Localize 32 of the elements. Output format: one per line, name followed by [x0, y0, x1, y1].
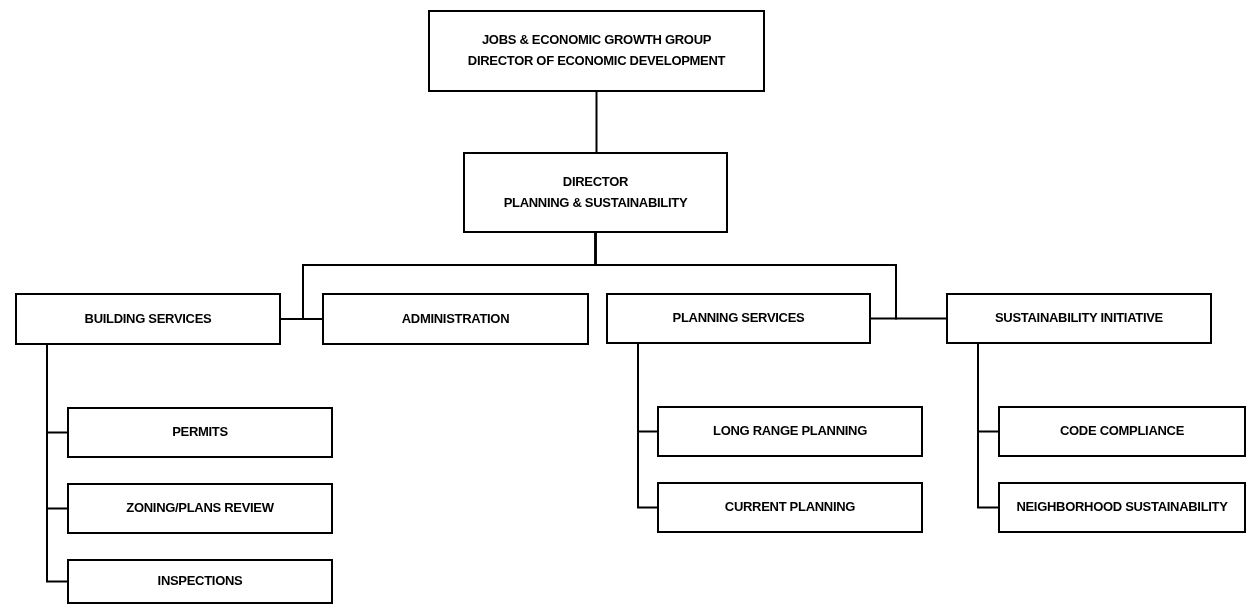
org-unit-box [946, 293, 1212, 344]
unit-name: ADMINISTRATION [401, 309, 510, 328]
org-unit-box [67, 483, 333, 534]
org-unit-box [67, 559, 333, 604]
unit-name: INSPECTIONS [157, 572, 243, 591]
connector-line [637, 343, 658, 509]
org-unit-box [15, 293, 281, 345]
org-unit-box [322, 293, 589, 345]
org-unit-box [657, 406, 923, 457]
org-unit-box [428, 10, 765, 92]
org-unit-box [463, 152, 728, 233]
unit-title: PLANNING & SUSTAINABILITY [503, 193, 688, 212]
unit-name: CODE COMPLIANCE [1059, 422, 1185, 441]
org-unit-box [67, 407, 333, 458]
connector-line [595, 91, 598, 153]
unit-name: PERMITS [172, 423, 228, 442]
unit-title: DIRECTOR OF ECONOMIC DEVELOPMENT [467, 52, 726, 70]
unit-heading: JOBS & ECONOMIC GROWTH GROUP [481, 31, 712, 50]
unit-name: NEIGHBORHOOD SUSTAINABILITY [1016, 498, 1228, 517]
unit-name: CURRENT PLANNING [724, 498, 856, 517]
org-unit-box [998, 406, 1246, 457]
unit-name: PLANNING SERVICES [672, 309, 805, 328]
org-unit-box [657, 482, 923, 533]
connector-line [977, 343, 999, 509]
unit-name: LONG RANGE PLANNING [713, 422, 867, 441]
unit-name: SUSTAINABILITY INITIATIVE [995, 309, 1163, 328]
connector-line [46, 344, 68, 583]
org-unit-box [998, 482, 1246, 533]
org-unit-box [606, 293, 871, 344]
unit-name: BUILDING SERVICES [84, 309, 212, 328]
unit-name: ZONING/PLANS REVIEW [126, 499, 274, 518]
unit-heading: DIRECTOR [562, 172, 629, 191]
